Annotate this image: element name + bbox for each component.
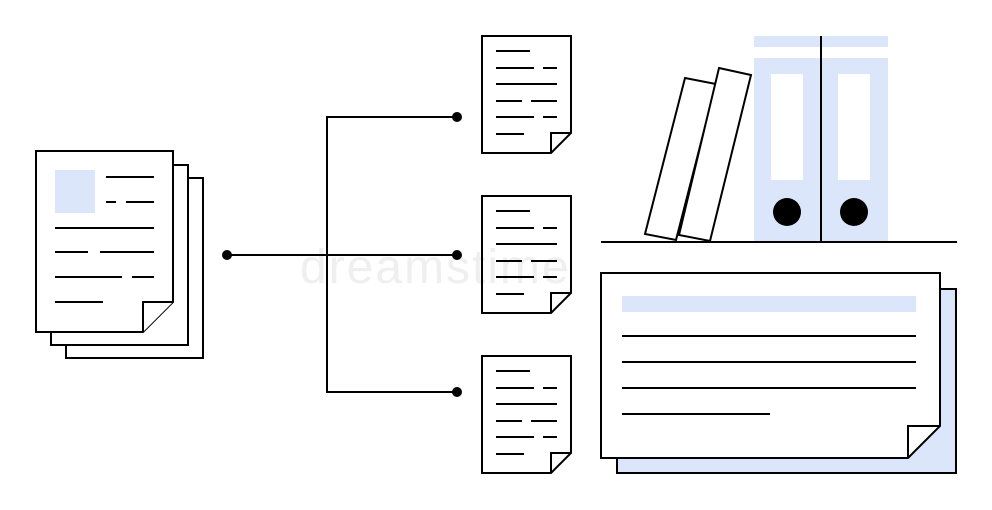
connector-end-dot [452, 112, 462, 122]
thumbnail-block [55, 170, 95, 213]
connector-end-dot [452, 250, 462, 260]
binder-icon [821, 36, 888, 242]
document-icon [481, 195, 572, 314]
large-document-icon [600, 272, 957, 474]
folder-icon [643, 66, 753, 243]
source-text-lines [55, 176, 154, 303]
document-icon [481, 355, 572, 474]
binder-icon [754, 36, 821, 242]
connector-end-dot [452, 387, 462, 397]
document-stack-icon [35, 150, 204, 359]
card-header-bar [622, 296, 916, 312]
connector-tree [222, 112, 462, 397]
document-icon [481, 35, 572, 154]
